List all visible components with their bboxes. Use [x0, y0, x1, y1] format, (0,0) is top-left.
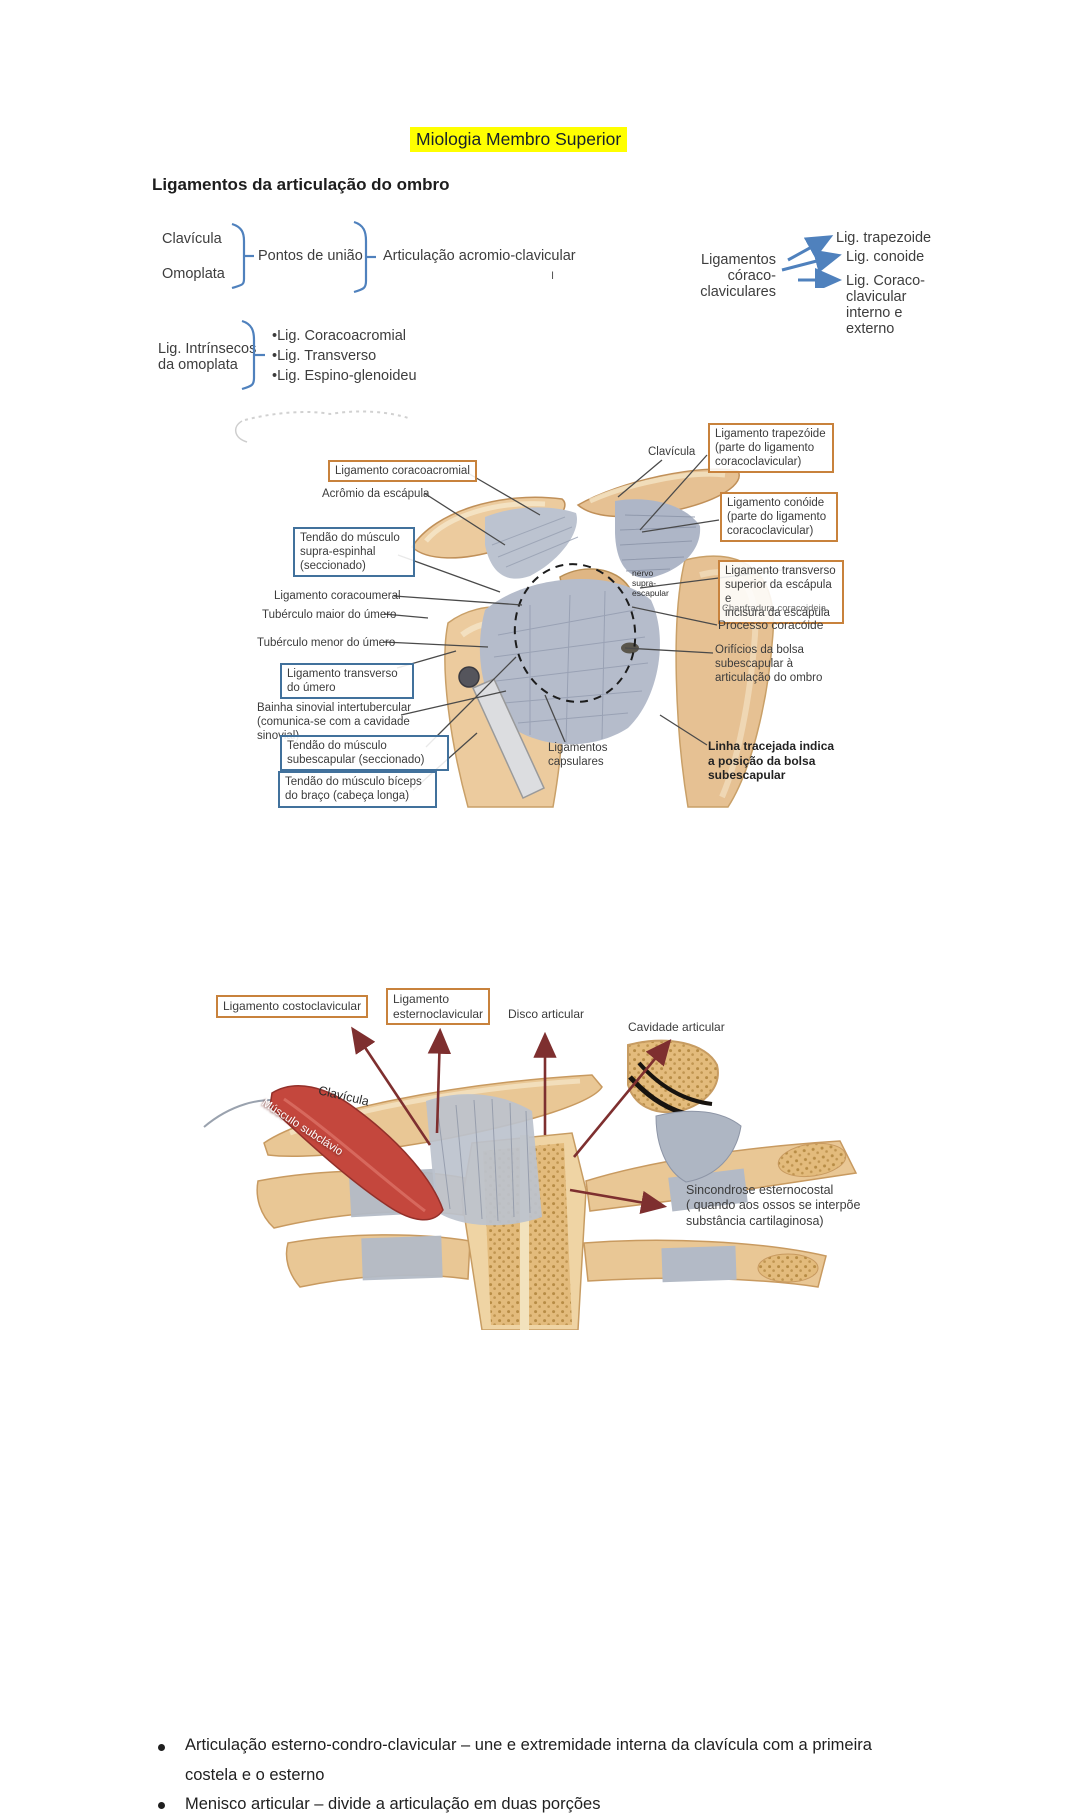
- label-tendao-supra-espinhal: Tendão do músculo supra-espinhal (seccio…: [293, 527, 415, 578]
- lig-coracoclavicular: Lig. Coraco- clavicular interno e extern…: [846, 273, 925, 337]
- shoulder-anatomy-illustration: [235, 410, 806, 808]
- label-ligamentos-capsulares: Ligamentos capsulares: [548, 742, 608, 769]
- label-lig-transverso-superior: Ligamento transverso superior da escápul…: [718, 560, 844, 625]
- bullet-marker: [158, 1802, 165, 1809]
- label-acromio-escapula: Acrômio da escápula: [322, 488, 430, 500]
- bullet-item: Articulação esterno-condro-clavicular – …: [185, 1736, 872, 1784]
- arrows-icon: [781, 235, 842, 288]
- bullet-list: Articulação esterno-condro-clavicular – …: [0, 860, 1080, 1813]
- page-title: Miologia Membro Superior: [410, 127, 628, 152]
- term-clavicula: Clavícula: [162, 231, 222, 247]
- label-tuberculo-maior: Tubérculo maior do úmero: [262, 609, 397, 621]
- label-orificios-bolsa: Orifícios da bolsa subescapular à articu…: [715, 644, 823, 685]
- label-bainha-sinovial: Bainha sinovial intertubercular (comunic…: [257, 702, 412, 743]
- label-lig-conoide: Ligamento conóide (parte do ligamento co…: [720, 492, 838, 543]
- sternoclavicular-anatomy-illustration: [203, 1026, 858, 1330]
- term-omoplata: Omoplata: [162, 266, 225, 282]
- label-processo-coracoide: Processo coracóide: [718, 618, 824, 632]
- bullet-item: Menisco articular – divide a articulação…: [185, 1795, 601, 1813]
- intrinsic-items: •Lig. Coracoacromial •Lig. Transverso •L…: [272, 328, 417, 384]
- result-label: Articulação acromio-clavicular: [383, 248, 576, 264]
- bracket-icon: [241, 319, 265, 391]
- label-sincondrose: Sincondrose esternocostal ( quando aos o…: [686, 1183, 861, 1228]
- intrinsic-label: Lig. Intrínsecos da omoplata: [158, 341, 257, 373]
- label-linha-tracejada: Linha tracejada indica a posição da bols…: [708, 739, 835, 783]
- label-chanfradura: Chanfradura coracoideia: [722, 603, 827, 614]
- label-tuberculo-menor: Tubérculo menor do úmero: [257, 637, 396, 649]
- label-tendao-biceps: Tendão do músculo bíceps do braço (cabeç…: [278, 771, 437, 808]
- bracket-icon: [231, 222, 254, 290]
- label-clavicula: Clavícula: [648, 446, 696, 458]
- label-tendao-subescapular: Tendão do músculo subescapular (secciona…: [280, 735, 449, 772]
- label-cavidade-articular: Cavidade articular: [628, 1020, 725, 1034]
- label-lig-esternoclavicular: Ligamento esternoclavicular: [386, 988, 491, 1026]
- label-lig-transverso-umero: Ligamento transverso do úmero: [280, 663, 414, 700]
- lig-trapezoide: Lig. trapezoide: [836, 230, 932, 246]
- label-lig-trapezoide: Ligamento trapezóide (parte do ligamento…: [708, 423, 834, 474]
- union-label: Pontos de união: [258, 248, 363, 264]
- bullet-marker: [158, 1744, 165, 1751]
- label-nervo-supraescapular: nervo supra- escapular: [632, 568, 669, 598]
- figure-sternoclavicular-joint: Ligamento costoclavicular Ligamento este…: [200, 985, 960, 1330]
- lig-conoide: Lig. conoide: [846, 249, 925, 265]
- coraco-label: Ligamentos córaco- claviculares: [700, 252, 776, 300]
- label-lig-coracoumeral: Ligamento coracoumeral: [274, 590, 401, 602]
- concept-map: Clavícula Omoplata Pontos de união Artic…: [0, 0, 1080, 400]
- cursor-mark: I: [551, 270, 555, 282]
- label-lig-costoclavicular: Ligamento costoclavicular: [216, 995, 369, 1018]
- label-disco-articular: Disco articular: [508, 1007, 585, 1021]
- figure-shoulder-ligaments: Ligamento coracoacromial Acrômio da escá…: [230, 405, 850, 815]
- bracket-icon: [353, 220, 376, 294]
- label-lig-coracoacromial: Ligamento coracoacromial: [328, 460, 477, 483]
- section-heading: Ligamentos da articulação do ombro: [152, 175, 450, 194]
